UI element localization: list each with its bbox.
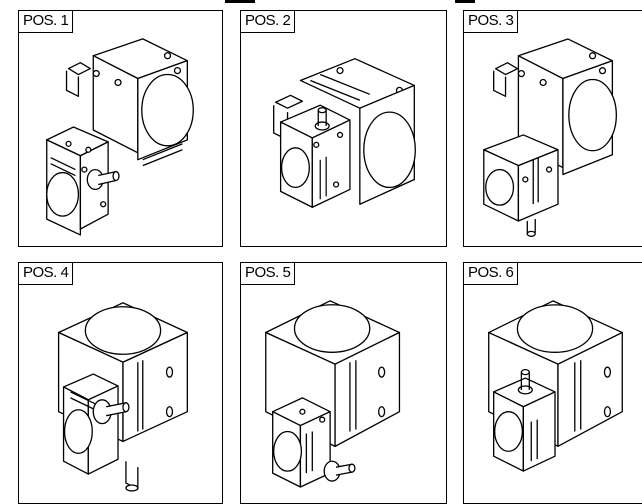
- panel-label: POS. 3: [464, 11, 519, 33]
- panel-pos-4: POS. 4: [18, 262, 223, 504]
- gearbox-pos-1-drawing: [19, 11, 222, 246]
- panel-pos-6: POS. 6: [463, 262, 642, 504]
- panel-label: POS. 5: [241, 263, 296, 285]
- panel-pos-5: POS. 5: [240, 262, 447, 504]
- panel-label: POS. 6: [464, 263, 519, 285]
- panel-label: POS. 2: [241, 11, 296, 33]
- cropped-row-fragment: [225, 0, 255, 3]
- gearbox-pos-4-drawing: [19, 263, 222, 503]
- panel-label: POS. 4: [19, 263, 74, 285]
- gearbox-pos-5-drawing: [241, 263, 446, 503]
- gearbox-pos-6-drawing: [464, 263, 642, 503]
- panel-pos-3: POS. 3: [463, 10, 642, 247]
- gearbox-pos-2-drawing: [241, 11, 446, 246]
- panel-pos-1: POS. 1: [18, 10, 223, 247]
- gearbox-pos-3-drawing: [464, 11, 642, 246]
- panel-pos-2: POS. 2: [240, 10, 447, 247]
- cropped-row-fragment: [455, 0, 475, 3]
- panel-label: POS. 1: [19, 11, 74, 33]
